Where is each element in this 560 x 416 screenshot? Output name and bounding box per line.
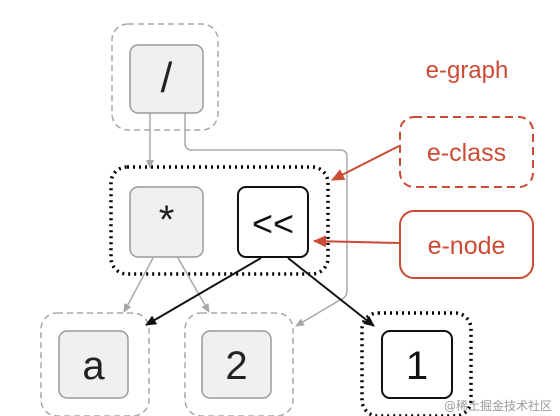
enode-div-box (129, 44, 204, 114)
enode-one-label: 1 (406, 344, 428, 388)
eclass-div (111, 23, 219, 131)
enode-shl-label: << (252, 203, 294, 244)
legend-enode-arrow (313, 235, 400, 248)
enode-div-label: / (161, 54, 173, 101)
eclass-mul-shl (109, 165, 330, 276)
enode-a-label: a (82, 344, 105, 388)
legend-eclass-arrow (331, 145, 400, 181)
enode-mul-box (129, 186, 204, 258)
watermark: @稀土掘金技术社区 (443, 399, 552, 413)
edge-shl-to-a (145, 257, 262, 326)
edge-mul-to-a (123, 257, 154, 313)
edge-div-to-two (184, 113, 348, 327)
enode-one-box (381, 330, 453, 399)
enode-two-label: 2 (225, 344, 247, 388)
legend-enode-box (399, 210, 534, 279)
legend-eclass-label: e-class (427, 139, 506, 167)
enode-a-box (58, 330, 129, 399)
legend-eclass-box (399, 116, 534, 188)
enode-two-box (201, 330, 272, 399)
eclass-two (184, 312, 294, 416)
edge-mul-to-two (177, 257, 210, 313)
eclass-a (40, 312, 150, 416)
edge-shl-to-one (287, 257, 375, 327)
legend-enode-label: e-node (428, 232, 506, 260)
e-graph-label: e-graph (426, 57, 509, 84)
enode-shl-box (237, 186, 309, 258)
enode-mul-label: * (159, 198, 175, 242)
